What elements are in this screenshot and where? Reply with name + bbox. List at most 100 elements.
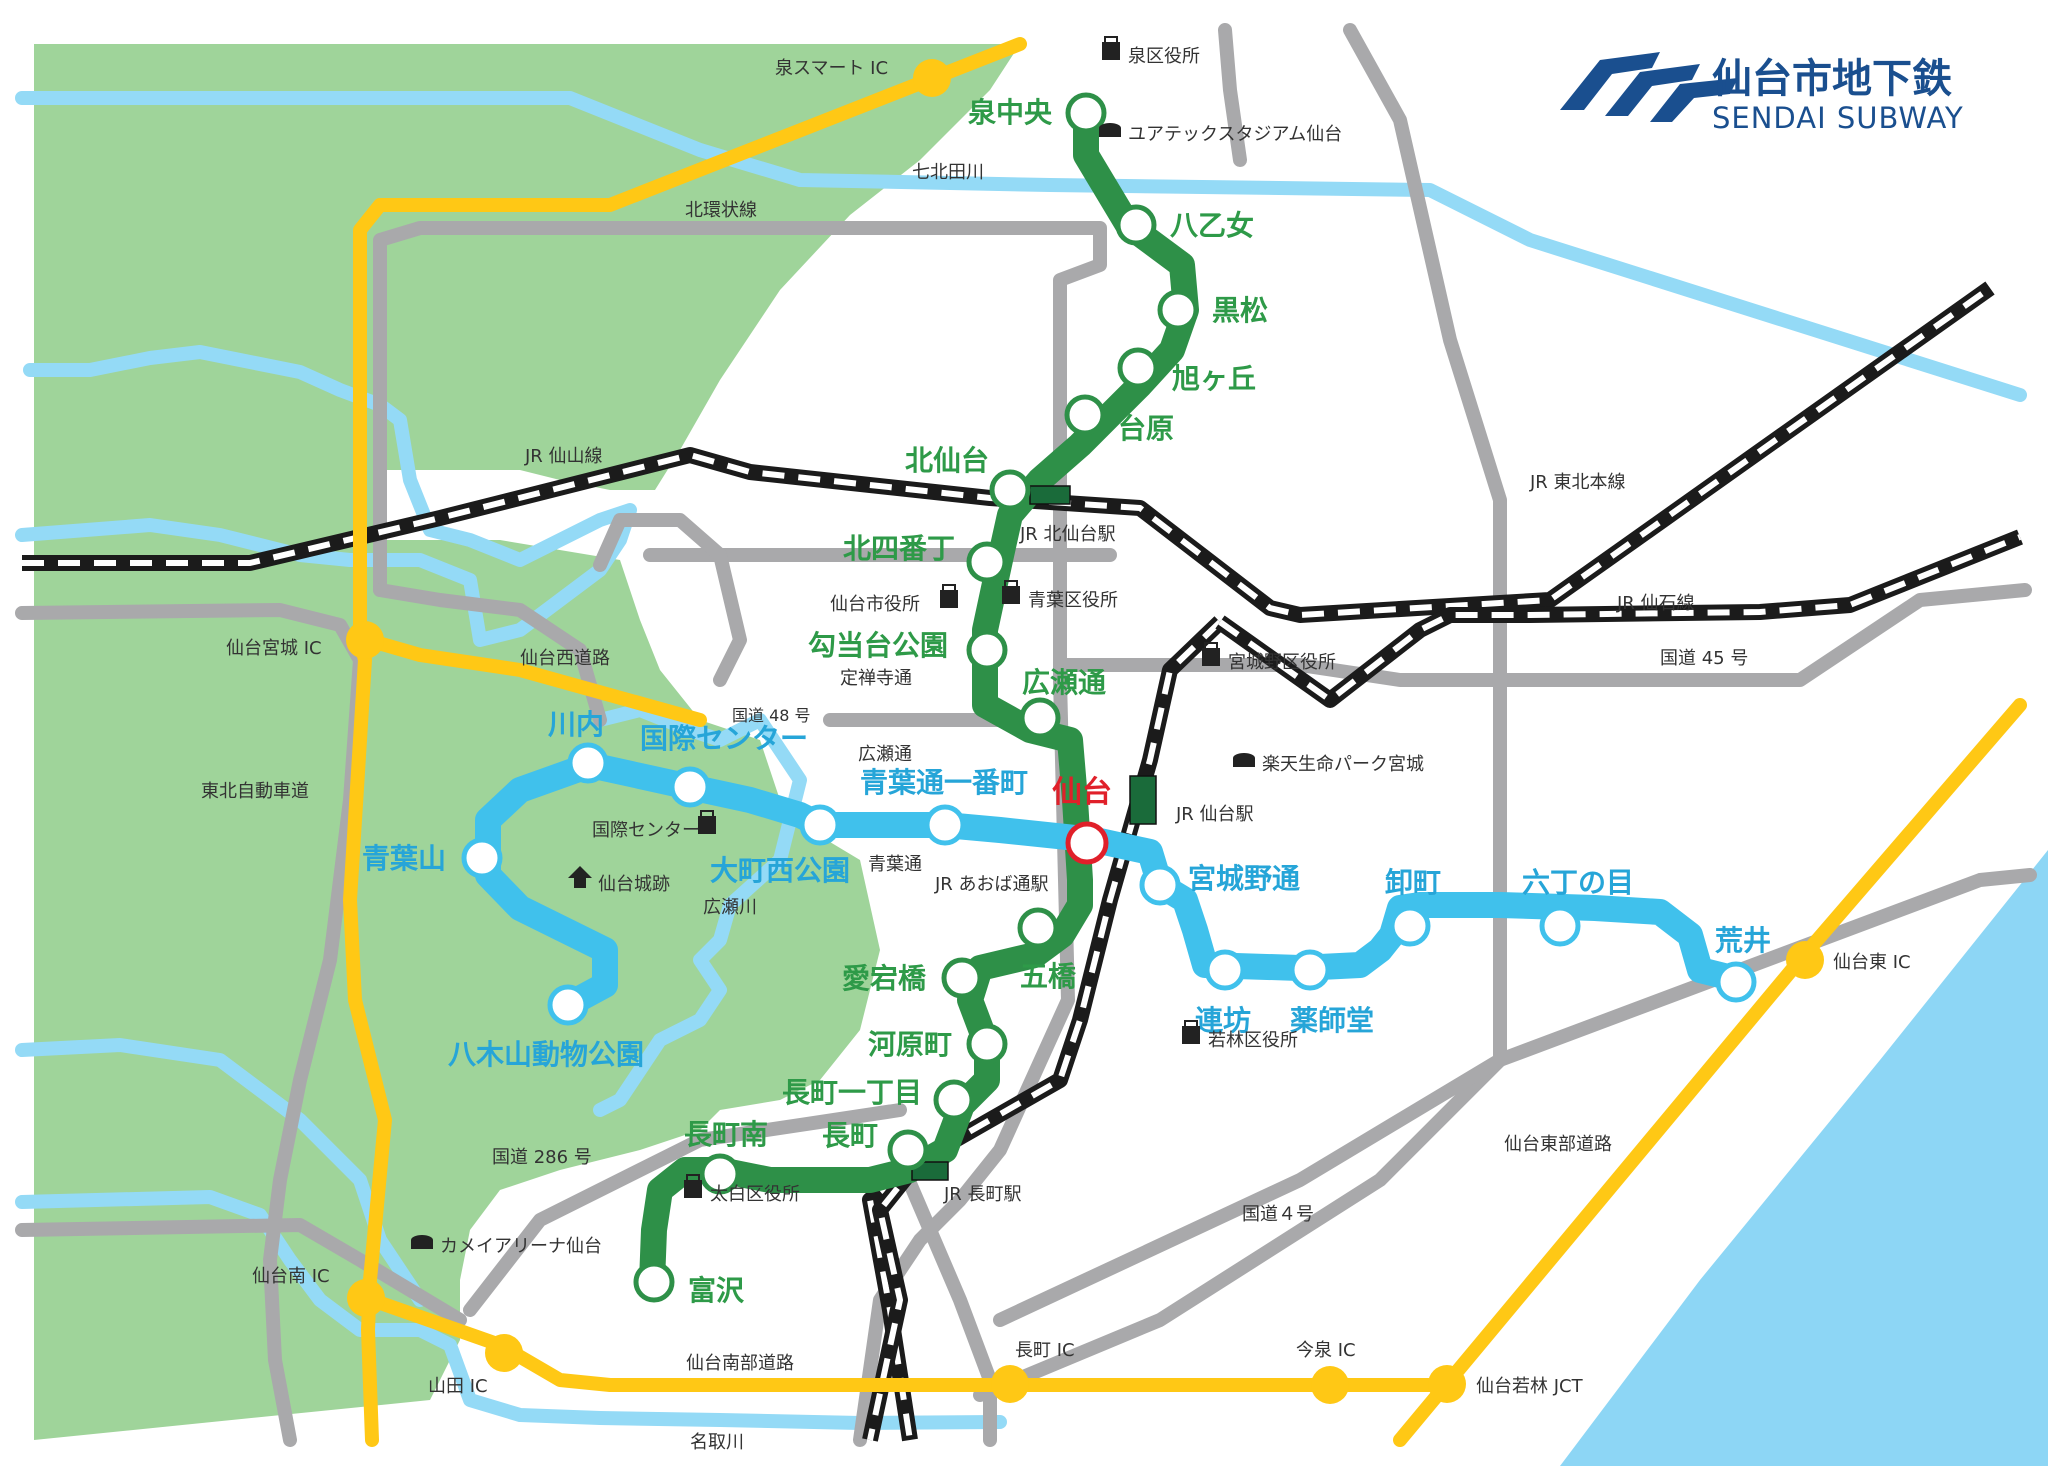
ic-izumi-smart xyxy=(913,59,951,97)
station-label-kita-sendai: 北仙台 xyxy=(905,444,989,477)
interchange-label-1: 仙台宮城 IC xyxy=(226,638,322,659)
landmark-label-city-hall: 仙台市役所 xyxy=(830,594,920,615)
landmark-yurtec-stadium: ユアテックスタジアム仙台 xyxy=(1099,123,1342,145)
landmarks: 泉区役所ユアテックスタジアム仙台仙台市役所青葉区役所宮城野区役所楽天生命パーク宮… xyxy=(411,36,1424,1257)
landmark-kokusai-center-bldg: 国際センター xyxy=(592,810,716,841)
label-hirose-river: 広瀬川 xyxy=(703,897,757,918)
stadium-icon xyxy=(411,1235,433,1249)
station-marker-arai[interactable] xyxy=(1715,961,1757,1003)
station-marker-nagamachi-minami[interactable] xyxy=(699,1153,741,1195)
landmark-label-wakabayashi-ward-office: 若林区役所 xyxy=(1208,1030,1298,1051)
namboku-line xyxy=(639,100,1199,1295)
station-marker-atagobashi[interactable] xyxy=(941,957,983,999)
station-marker-kuromatsu[interactable] xyxy=(1157,289,1199,331)
station-marker-nagamachi[interactable] xyxy=(887,1129,929,1171)
jr-nagamachi-transfer xyxy=(911,1161,949,1181)
station-marker-oroshimachi[interactable] xyxy=(1389,905,1431,947)
station-marker-yagiyama-zoo[interactable] xyxy=(547,984,589,1026)
label-route286: 国道 286 号 xyxy=(492,1147,592,1168)
station-marker-kotodai-koen[interactable] xyxy=(966,629,1008,671)
label-jr-nagamachi-sta: JR 長町駅 xyxy=(943,1184,1022,1205)
station-marker-yaotome[interactable] xyxy=(1115,204,1157,246)
logo-title-en: SENDAI SUBWAY xyxy=(1712,101,1964,135)
ic-yamada xyxy=(485,1334,523,1372)
jr-sendai-transfer xyxy=(1129,775,1157,825)
map-labels: 七北田川 北環状線 JR 仙山線 JR 東北本線 JR 北仙台駅 JR 仙石線 … xyxy=(201,162,1748,1453)
station-label-nagamachi: 長町 xyxy=(822,1119,878,1152)
station-label-asahigaoka: 旭ヶ丘 xyxy=(1172,362,1256,395)
station-label-yaotome: 八乙女 xyxy=(1170,209,1254,242)
central-station-label: 仙台 xyxy=(1052,775,1112,810)
interchange-label-7: 仙台東 IC xyxy=(1833,952,1911,973)
landmark-label-taihaku-ward-office: 太白区役所 xyxy=(710,1184,800,1205)
station-label-atagobashi: 愛宕橋 xyxy=(842,962,927,995)
label-hirose-dori-road: 広瀬通 xyxy=(858,744,912,765)
nishi-road xyxy=(373,583,607,727)
station-marker-kita-yonbancho[interactable] xyxy=(966,541,1008,583)
label-tohoku-expwy: 東北自動車道 xyxy=(201,781,309,802)
landmark-aoba-ward-office: 青葉区役所 xyxy=(1002,580,1118,611)
station-marker-rokuchonome[interactable] xyxy=(1539,905,1581,947)
station-marker-itsutsubashi[interactable] xyxy=(1017,907,1059,949)
label-jr-tohoku: JR 東北本線 xyxy=(1529,472,1626,493)
castle-icon xyxy=(568,866,592,888)
kita-kanjo-road xyxy=(373,221,1107,1447)
station-marker-yakushido[interactable] xyxy=(1289,949,1331,991)
station-label-dainohara: 台原 xyxy=(1118,412,1174,445)
label-jr-kitasendai-sta: JR 北仙台駅 xyxy=(1019,524,1116,545)
station-marker-aobayama[interactable] xyxy=(461,837,503,879)
ic-sendai-minami xyxy=(347,1279,385,1317)
base-areas xyxy=(34,44,2048,1466)
stadium-icon xyxy=(1233,753,1255,767)
label-sendai-nanbu: 仙台南部道路 xyxy=(686,1353,794,1374)
interchange-label-2: 仙台南 IC xyxy=(252,1266,330,1287)
stadium-icon xyxy=(1099,123,1121,137)
station-marker-kawauchi[interactable] xyxy=(567,742,609,784)
landmark-label-yurtec-stadium: ユアテックスタジアム仙台 xyxy=(1128,124,1342,145)
central-station-marker[interactable] xyxy=(1065,821,1109,865)
station-label-kawauchi: 川内 xyxy=(548,708,604,741)
subway-logo-icon xyxy=(1560,52,1738,122)
jr-tohoku-line xyxy=(862,616,1226,1442)
route-45-road xyxy=(1053,583,2032,687)
building-icon xyxy=(1182,1020,1200,1044)
jr-kitasendai-transfer xyxy=(1029,485,1071,505)
tozai-station-markers xyxy=(461,742,1757,1026)
label-aoba-dori-road: 青葉通 xyxy=(868,854,922,875)
label-jr-senzan: JR 仙山線 xyxy=(524,446,603,467)
station-marker-izumi-chuo[interactable] xyxy=(1065,92,1107,134)
station-marker-kawaramachi[interactable] xyxy=(966,1023,1008,1065)
station-marker-aoba-dori-ichibancho[interactable] xyxy=(924,804,966,846)
station-marker-kokusai-center[interactable] xyxy=(669,766,711,808)
station-marker-omachi-nishi-koen[interactable] xyxy=(799,804,841,846)
label-nanakita-river: 七北田川 xyxy=(912,162,984,183)
station-label-hirose-dori: 広瀬通 xyxy=(1022,666,1106,699)
landmark-rakuten-park: 楽天生命パーク宮城 xyxy=(1233,753,1424,775)
station-marker-tomizawa[interactable] xyxy=(633,1261,675,1303)
station-marker-rembo[interactable] xyxy=(1204,949,1246,991)
building-icon xyxy=(1102,36,1120,60)
nanakita-river xyxy=(15,91,2027,402)
label-sendai-nishi: 仙台西道路 xyxy=(520,648,610,669)
landmark-label-kokusai-center-bldg: 国際センター xyxy=(592,820,700,841)
station-marker-miyagino-dori[interactable] xyxy=(1139,864,1181,906)
station-marker-nagamachi-itchome[interactable] xyxy=(933,1079,975,1121)
landmark-label-miyagino-ward-office: 宮城野区役所 xyxy=(1228,652,1336,673)
sendai-subway-logo: 仙台市地下鉄 SENDAI SUBWAY xyxy=(1560,52,1964,135)
tohoku-expressway-road xyxy=(15,603,367,1447)
green-area xyxy=(34,44,1020,1440)
station-marker-asahigaoka[interactable] xyxy=(1117,347,1159,389)
label-jr-sendai-sta: JR 仙台駅 xyxy=(1175,804,1254,825)
building-icon xyxy=(684,1174,702,1198)
station-marker-dainohara[interactable] xyxy=(1064,394,1106,436)
station-marker-hirose-dori[interactable] xyxy=(1019,697,1061,739)
station-label-nagamachi-minami: 長町南 xyxy=(684,1118,768,1151)
logo-title-ja: 仙台市地下鉄 xyxy=(1712,56,1952,102)
station-label-yagiyama-zoo: 八木山動物公園 xyxy=(448,1038,644,1071)
landmark-city-hall: 仙台市役所 xyxy=(830,584,958,615)
hirose-river-lower xyxy=(593,703,807,1117)
building-icon xyxy=(1202,642,1220,666)
station-label-itsutsubashi: 五橋 xyxy=(1020,960,1077,993)
station-marker-kita-sendai[interactable] xyxy=(989,469,1031,511)
